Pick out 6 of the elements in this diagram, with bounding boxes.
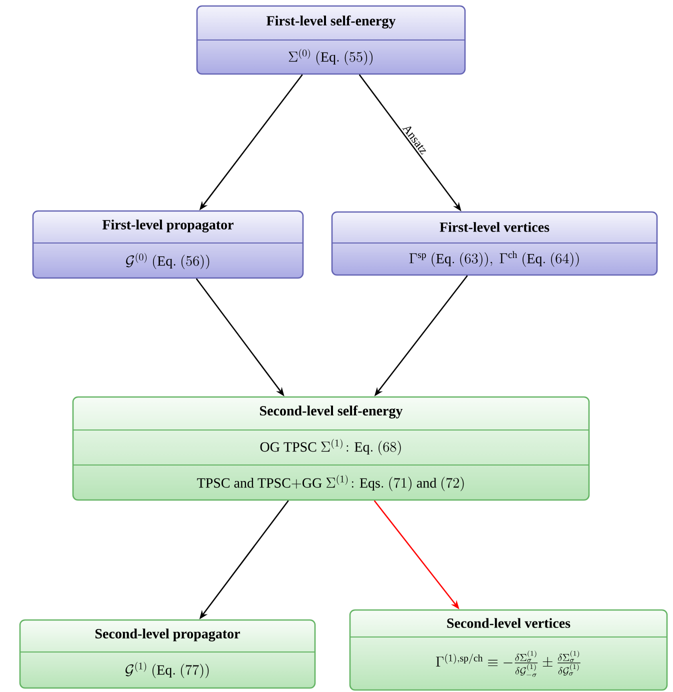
- process-box: First-level propagator $\mathcal{G}^{(0)}\ (\mathrm{Eq.}\ (56))$: [32, 210, 304, 279]
- process-box: First-level vertices $\Gamma^{\mathrm{sp}}\ (\mathrm{Eq.}\ (63)),\ \Gamma^{\mathrm{ch}}\ (\mathrm{Eq.}\ (64))$: [331, 211, 658, 276]
- process-box: Second-level vertices $\Gamma^{(1),\mathrm{sp/ch}} \equiv -\frac{\delta\Sigma^{(1)}_{\sigma}}{\delta\mathcal{G}^{(1)}_{-\sigma}} \pm \frac{\delta\Sigma^{(1)}_{\sigma}}{\delta\mathcal{G}^{(1)}_{\sigma}}$: [349, 609, 668, 691]
- process-box: Second-level self-energy $\mathrm{OG\ TPSC}\ \Sigma^{(1)}\colon \mathrm{Eq.}\ (68)$ $\mathrm{TPSC\ and\ TPSC{+}GG}\ \Sigma^{(1)}\colon \mathrm{Eqs.}\ (71)\ \mathrm{and}\ (72)$: [72, 396, 590, 501]
- process-box: Second-level propagator $\mathcal{G}^{(1)}\ (\mathrm{Eq.}\ (77))$: [19, 619, 316, 689]
- process-box: First-level self-energy $\Sigma^{(0)}\ (\mathrm{Eq.}\ (55))$: [196, 5, 466, 75]
